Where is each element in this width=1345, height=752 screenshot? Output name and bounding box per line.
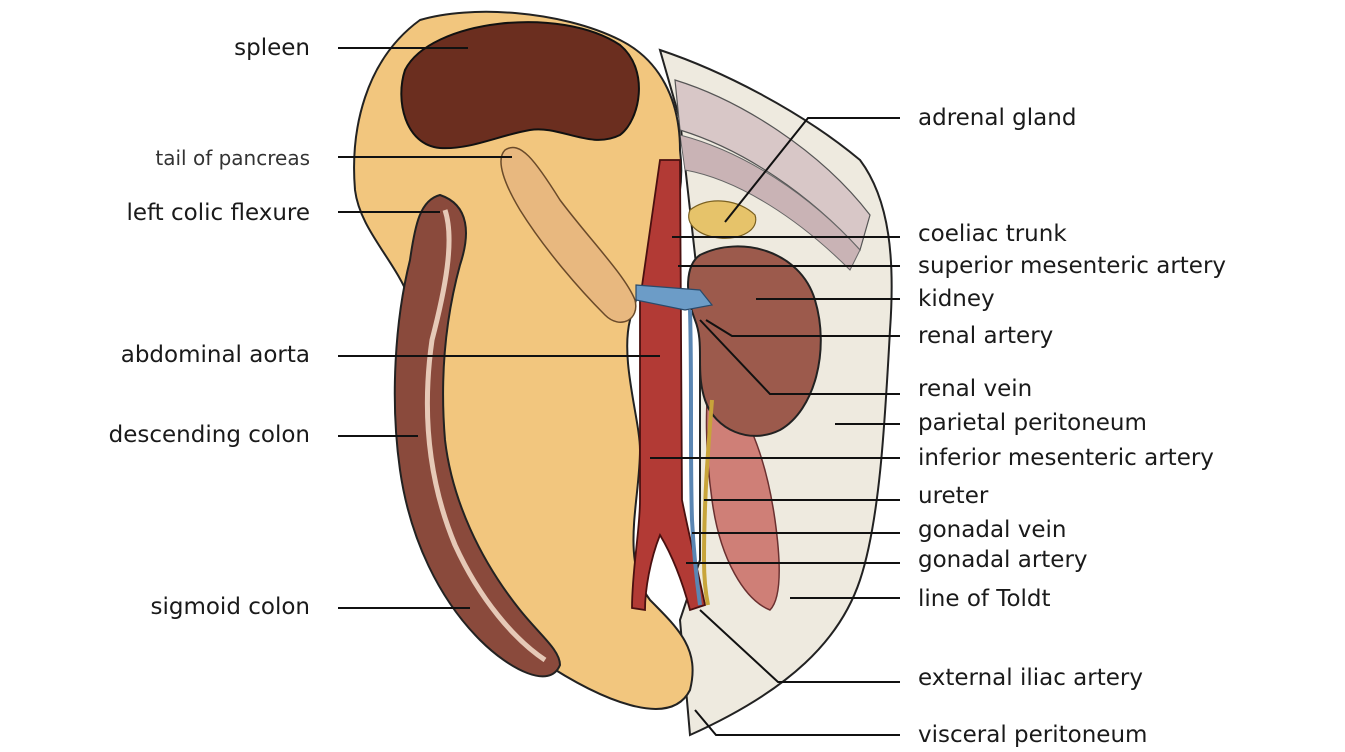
colon-taenia <box>425 209 547 663</box>
label-line-of-toldt: line of Toldt <box>918 586 1051 612</box>
label-left-colic-flexure: left colic flexure <box>126 200 310 226</box>
label-spleen: spleen <box>234 35 310 61</box>
spleen-shape <box>400 21 640 150</box>
pancreas-shape <box>500 146 637 323</box>
label-descending-colon: descending colon <box>108 422 310 448</box>
label-coeliac-trunk: coeliac trunk <box>918 221 1067 247</box>
label-kidney: kidney <box>918 286 995 312</box>
label-external-iliac-artery: external iliac artery <box>918 665 1143 691</box>
label-renal-vein: renal vein <box>918 376 1033 402</box>
leader-lines <box>338 47 900 736</box>
label-sigmoid-colon: sigmoid colon <box>150 594 310 620</box>
kidney-shape <box>687 245 822 437</box>
label-gonadal-artery: gonadal artery <box>918 547 1088 573</box>
label-visceral-peritoneum: visceral peritoneum <box>918 722 1148 748</box>
adrenal-shape <box>688 200 757 239</box>
label-abdominal-aorta: abdominal aorta <box>120 342 310 368</box>
gonadal-vein-shape <box>688 309 702 606</box>
label-parietal-peritoneum: parietal peritoneum <box>918 410 1147 436</box>
diaphragm-band <box>674 79 871 252</box>
label-tail-of-pancreas: tail of pancreas <box>155 146 310 170</box>
label-renal-artery: renal artery <box>918 323 1054 349</box>
label-superior-mesenteric-artery: superior mesenteric artery <box>918 253 1227 279</box>
ureter-shape <box>701 399 714 606</box>
label-inferior-mesenteric-artery: inferior mesenteric artery <box>918 445 1214 471</box>
label-adrenal-gland: adrenal gland <box>918 105 1077 131</box>
renal-vein-shape <box>635 284 714 311</box>
label-ureter: ureter <box>918 483 989 509</box>
label-gonadal-vein: gonadal vein <box>918 517 1067 543</box>
